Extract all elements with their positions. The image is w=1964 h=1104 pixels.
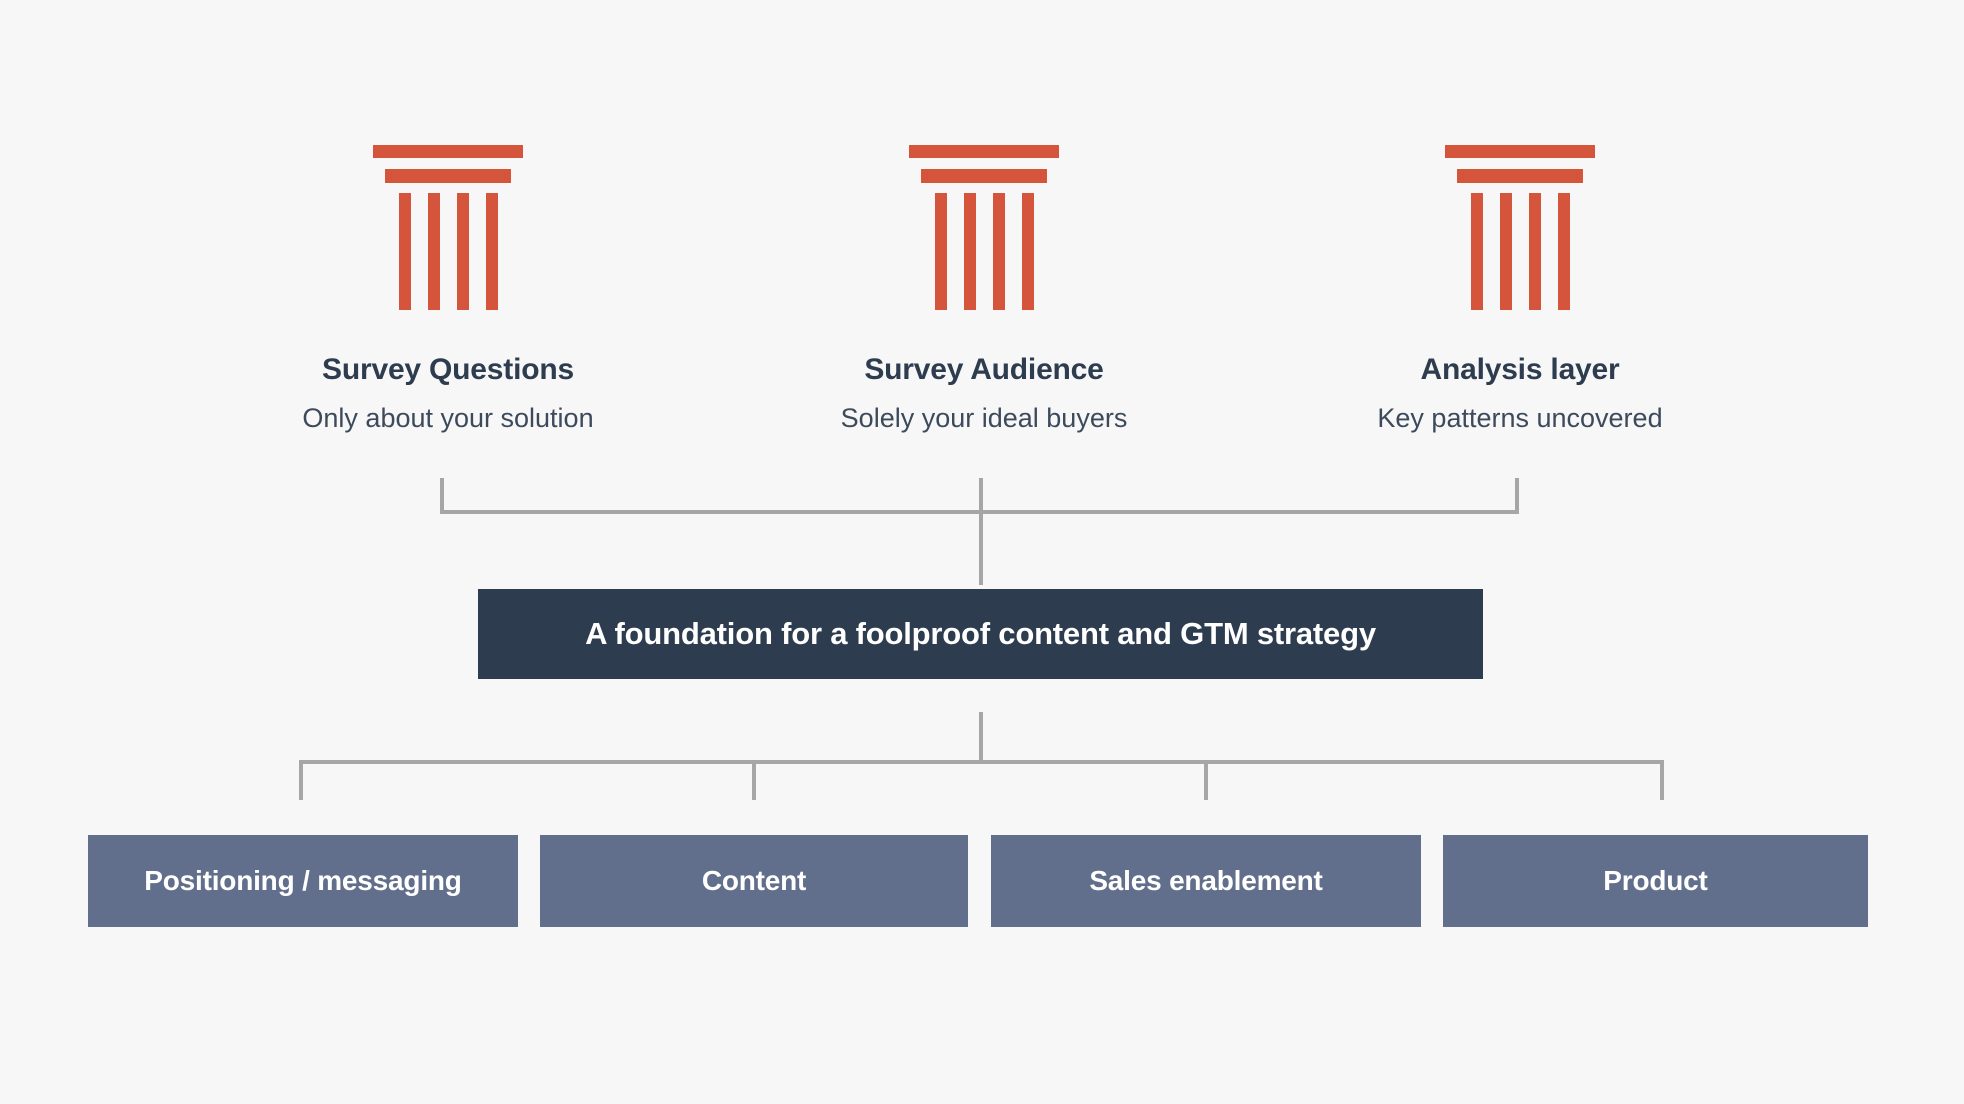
foundation-banner: A foundation for a foolproof content and… <box>478 589 1483 679</box>
pillar-card-analysis-layer: Analysis layer Key patterns uncovered <box>1300 352 1740 434</box>
pillar-icon <box>909 145 1059 310</box>
pillar-title: Survey Audience <box>864 353 1104 386</box>
connector-drop-product <box>1660 760 1664 800</box>
pillar-cap-mid-bar <box>1457 169 1583 183</box>
outcome-label: Content <box>701 865 807 896</box>
pillar-column <box>1471 193 1483 310</box>
connector-upper-riser-center <box>979 478 983 512</box>
connector-drop-content <box>752 760 756 800</box>
pillar-card-survey-audience: Survey Audience Solely your ideal buyers <box>764 352 1204 434</box>
pillar-column <box>964 193 976 310</box>
pillar-subtitle: Only about your solution <box>302 403 594 433</box>
pillar-card-survey-questions: Survey Questions Only about your solutio… <box>228 352 668 434</box>
pillar-column <box>1022 193 1034 310</box>
pillar-column <box>993 193 1005 310</box>
pillar-subtitle: Key patterns uncovered <box>1377 403 1663 433</box>
pillar-column <box>1529 193 1541 310</box>
outcome-box-content: Content <box>540 835 968 927</box>
pillar-title: Survey Questions <box>322 353 574 386</box>
connector-lower-stem-from-banner <box>979 712 983 760</box>
connector-lower-horizontal <box>299 760 1664 764</box>
outcome-label: Positioning / messaging <box>144 865 462 896</box>
pillar-column <box>935 193 947 310</box>
pillar-column <box>486 193 498 310</box>
connector-upper-stem-to-banner <box>979 510 983 585</box>
outcome-label: Sales enablement <box>1089 865 1323 896</box>
connector-drop-sales-enablement <box>1204 760 1208 800</box>
outcome-box-product: Product <box>1443 835 1868 927</box>
pillar-cap-top-bar <box>373 145 523 158</box>
connector-upper-riser-left <box>440 478 444 512</box>
pillar-icon <box>373 145 523 310</box>
pillar-cap-mid-bar <box>385 169 511 183</box>
outcome-box-positioning-messaging: Positioning / messaging <box>88 835 518 927</box>
connector-drop-positioning <box>299 760 303 800</box>
pillar-cap-top-bar <box>909 145 1059 158</box>
pillar-subtitle: Solely your ideal buyers <box>840 403 1128 433</box>
pillar-cap-top-bar <box>1445 145 1595 158</box>
pillar-column <box>457 193 469 310</box>
pillar-icon <box>1445 145 1595 310</box>
pillar-cap-mid-bar <box>921 169 1047 183</box>
pillar-title: Analysis layer <box>1420 353 1620 386</box>
pillar-column <box>1558 193 1570 310</box>
outcome-label: Product <box>1603 865 1708 896</box>
foundation-banner-label: A foundation for a foolproof content and… <box>585 616 1376 651</box>
pillar-column <box>428 193 440 310</box>
connector-upper-riser-right <box>1515 478 1519 512</box>
outcome-box-sales-enablement: Sales enablement <box>991 835 1421 927</box>
pillar-column <box>399 193 411 310</box>
pillar-column <box>1500 193 1512 310</box>
